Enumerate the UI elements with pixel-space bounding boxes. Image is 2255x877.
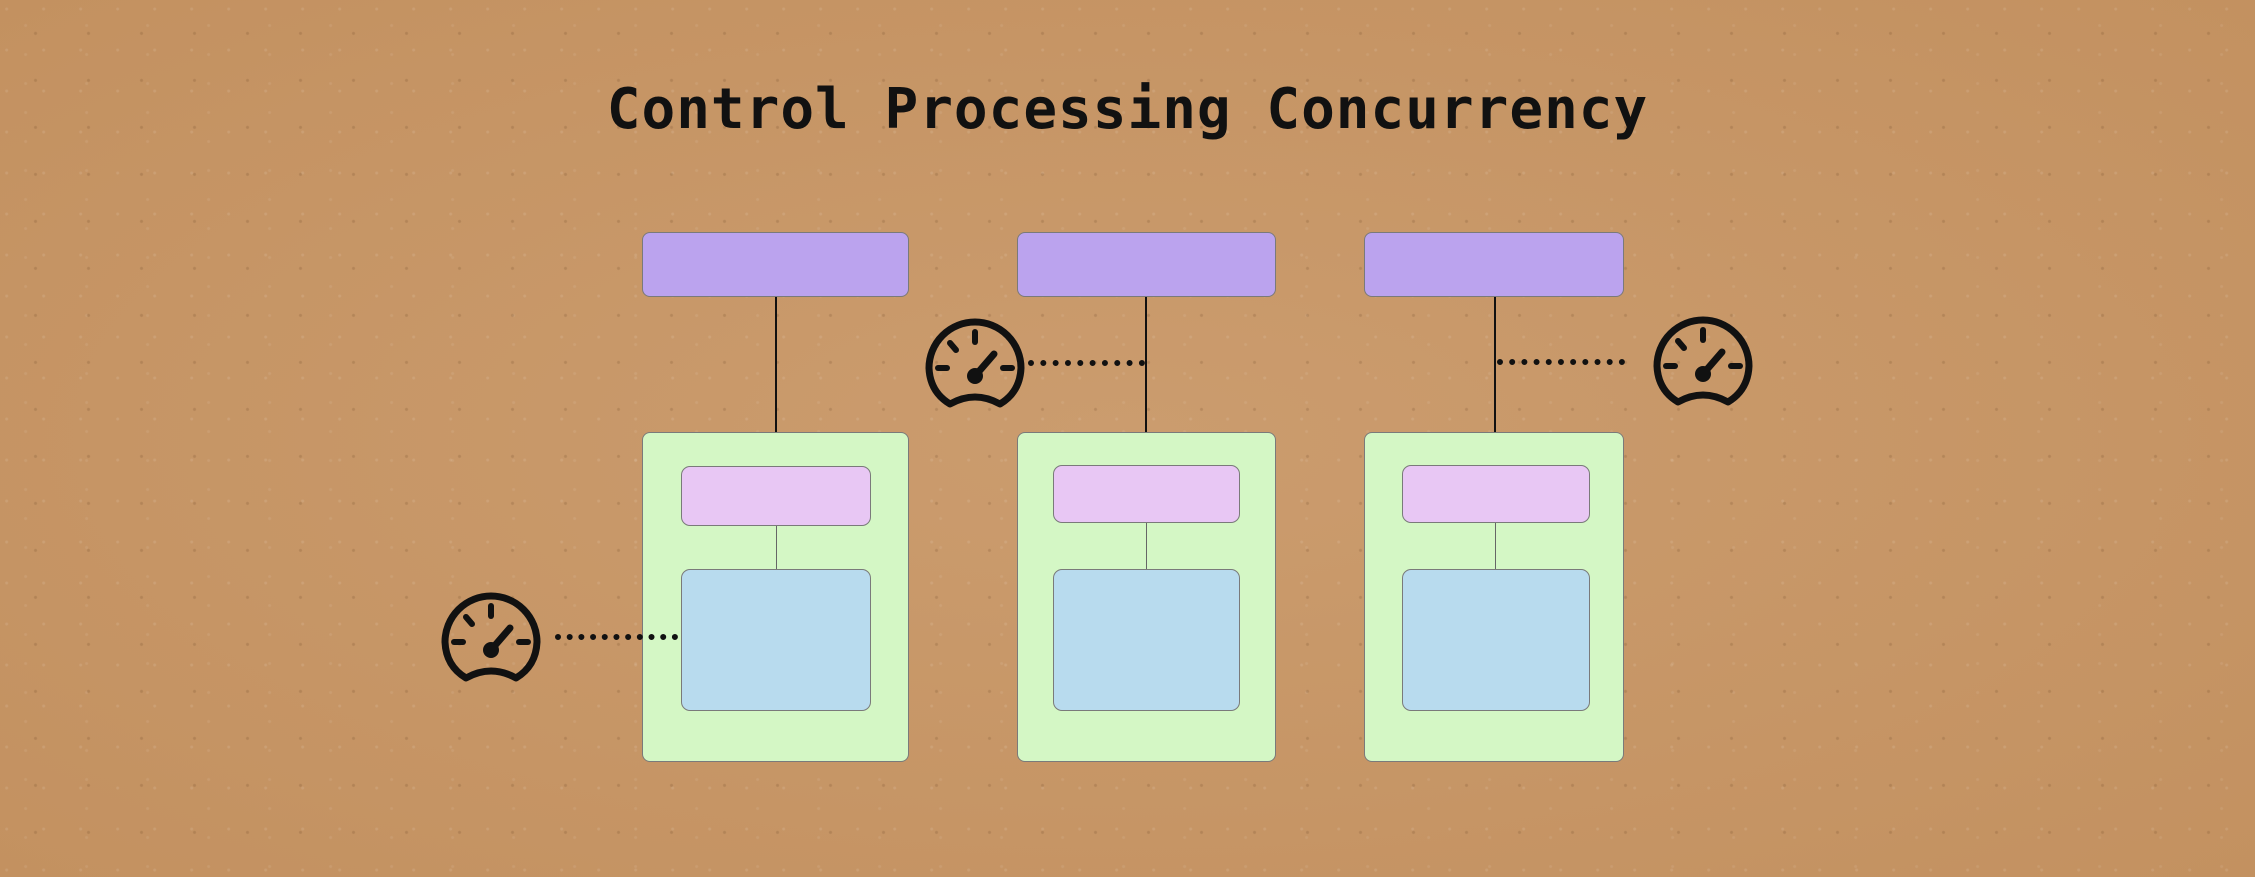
column-1-inner-top-box	[681, 466, 871, 526]
column-2-panel	[1017, 432, 1276, 762]
column-3-inner-connector	[1495, 523, 1496, 569]
column-3-connector	[1494, 297, 1496, 432]
column-3-inner-bottom-box	[1402, 569, 1590, 711]
column-2-inner-bottom-box	[1053, 569, 1240, 711]
gauge-2-dotted-line	[1028, 360, 1145, 366]
gauge-1-dotted-line	[555, 634, 678, 640]
gauge-3-dotted-line	[1497, 359, 1625, 365]
column-2-top-box	[1017, 232, 1276, 297]
speedometer-icon	[1653, 316, 1753, 406]
column-3-inner-top-box	[1402, 465, 1590, 523]
column-3-panel	[1364, 432, 1624, 762]
column-2-connector	[1145, 297, 1147, 432]
column-1-inner-bottom-box	[681, 569, 871, 711]
speedometer-icon	[925, 318, 1025, 408]
column-1-top-box	[642, 232, 909, 297]
column-2-inner-connector	[1146, 523, 1147, 569]
speedometer-icon	[441, 592, 541, 682]
column-1-connector	[775, 297, 777, 432]
column-1-inner-connector	[776, 526, 777, 571]
diagram-title: Control Processing Concurrency	[606, 77, 1649, 142]
column-2-inner-top-box	[1053, 465, 1240, 523]
column-1-panel	[642, 432, 909, 762]
column-3-top-box	[1364, 232, 1624, 297]
